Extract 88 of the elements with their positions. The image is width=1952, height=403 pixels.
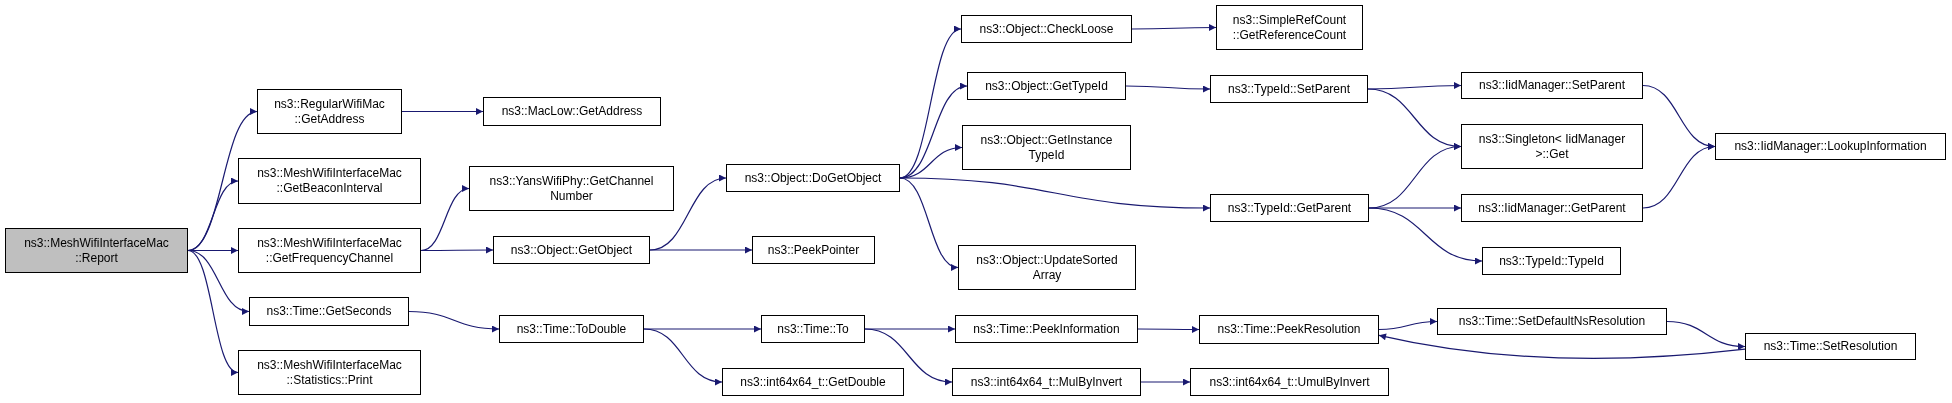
function-box bbox=[238, 158, 421, 204]
function-box bbox=[1190, 368, 1389, 396]
function-name: ns3::YansWifiPhy::GetChannel Number bbox=[488, 173, 655, 204]
function-name: ns3::TypeId::GetParent bbox=[1227, 200, 1352, 216]
function-box bbox=[238, 228, 421, 273]
function-box bbox=[1461, 194, 1643, 222]
call-arrow bbox=[899, 177, 1211, 212]
function-box bbox=[967, 72, 1126, 100]
call-arrow bbox=[1140, 378, 1191, 386]
function-name: ns3::Object::DoGetObject bbox=[744, 170, 882, 186]
function-name: ns3::int64x64_t::GetDouble bbox=[740, 374, 886, 390]
call-arrow bbox=[420, 186, 470, 252]
function-box bbox=[483, 97, 661, 126]
function-name: ns3::MeshWifiInterfaceMac ::Statistics::Print bbox=[256, 357, 403, 388]
function-name: ns3::MeshWifiInterfaceMac ::Report bbox=[23, 235, 170, 266]
call-arrow bbox=[864, 328, 953, 385]
function-name: ns3::IidManager::LookupInformation bbox=[1734, 139, 1927, 154]
call-arrow bbox=[1378, 333, 1746, 359]
function-box bbox=[5, 228, 188, 273]
function-box bbox=[1437, 308, 1667, 335]
function-box bbox=[1745, 333, 1916, 360]
function-box bbox=[238, 350, 421, 395]
call-arrow bbox=[187, 249, 239, 374]
function-name: ns3::Time::SetDefaultNsResolution bbox=[1458, 314, 1646, 329]
function-box bbox=[1461, 72, 1643, 99]
function-name: ns3::Time::To bbox=[777, 321, 849, 337]
function-name: ns3::Time::ToDouble bbox=[516, 321, 627, 337]
function-box bbox=[1210, 75, 1368, 103]
function-box bbox=[469, 166, 674, 211]
call-arrow bbox=[1137, 326, 1200, 333]
function-name: ns3::RegularWifiMac ::GetAddress bbox=[273, 96, 386, 127]
function-name: ns3::MeshWifiInterfaceMac ::GetFrequencyChannel bbox=[256, 235, 403, 266]
function-box bbox=[962, 125, 1131, 170]
function-name: ns3::int64x64_t::MulByInvert bbox=[970, 374, 1123, 390]
call-arrow bbox=[1368, 207, 1483, 264]
function-name: ns3::int64x64_t::UmulByInvert bbox=[1209, 374, 1370, 390]
call-arrow bbox=[643, 325, 762, 333]
function-name: ns3::Time::PeekResolution bbox=[1217, 322, 1361, 337]
function-name: ns3::TypeId::TypeId bbox=[1499, 253, 1604, 269]
function-box bbox=[761, 315, 865, 343]
function-name: ns3::Object::GetInstance TypeId bbox=[979, 132, 1114, 163]
call-arrow bbox=[899, 177, 959, 270]
call-arrow bbox=[649, 246, 753, 254]
call-arrow bbox=[1666, 320, 1746, 350]
function-name: ns3::Time::GetSeconds bbox=[266, 304, 392, 319]
call-arrow bbox=[643, 328, 723, 385]
call-arrow bbox=[1125, 85, 1211, 93]
function-name: ns3::Time::SetResolution bbox=[1763, 339, 1898, 354]
call-arrow bbox=[864, 325, 956, 333]
function-name: ns3::TypeId::SetParent bbox=[1227, 81, 1351, 97]
function-box bbox=[722, 368, 904, 396]
function-box bbox=[752, 236, 875, 264]
function-name: ns3::Object::GetObject bbox=[510, 242, 633, 258]
function-name: ns3::IidManager::GetParent bbox=[1478, 200, 1626, 216]
call-arrow bbox=[401, 108, 484, 115]
call-arrow bbox=[1131, 24, 1217, 31]
function-box bbox=[493, 236, 650, 264]
function-box bbox=[1199, 315, 1379, 344]
call-arrow bbox=[1368, 204, 1462, 212]
function-name: ns3::MeshWifiInterfaceMac ::GetBeaconInterval bbox=[256, 166, 403, 196]
function-name: ns3::Time::PeekInformation bbox=[973, 321, 1120, 337]
function-name: ns3::SimpleRefCount ::GetReferenceCount bbox=[1231, 12, 1348, 43]
function-box bbox=[499, 315, 644, 343]
function-box bbox=[257, 89, 402, 134]
call-arrow bbox=[420, 246, 494, 254]
function-name: ns3::PeekPointer bbox=[767, 242, 860, 258]
function-name: ns3::MacLow::GetAddress bbox=[501, 104, 643, 119]
function-box bbox=[961, 15, 1132, 43]
function-box bbox=[249, 297, 409, 326]
call-arrow bbox=[187, 179, 239, 252]
function-box bbox=[1482, 247, 1621, 275]
function-name: ns3::IidManager::SetParent bbox=[1478, 78, 1626, 93]
function-box bbox=[952, 368, 1141, 396]
call-arrow bbox=[1367, 82, 1462, 90]
call-arrow bbox=[408, 310, 500, 333]
function-box bbox=[726, 164, 900, 192]
function-box bbox=[1216, 5, 1363, 50]
function-box bbox=[955, 315, 1138, 343]
function-name: ns3::Object::GetTypeId bbox=[985, 78, 1108, 94]
function-box bbox=[1210, 194, 1369, 222]
function-name: ns3::Object::UpdateSorted Array bbox=[975, 252, 1119, 283]
call-arrow bbox=[1378, 318, 1438, 331]
call-arrow bbox=[1642, 144, 1716, 209]
function-box bbox=[958, 245, 1136, 290]
function-name: ns3::Singleton< IidManager >::Get bbox=[1477, 131, 1627, 162]
function-box bbox=[1715, 133, 1946, 160]
function-name: ns3::Object::CheckLoose bbox=[979, 21, 1114, 37]
function-box bbox=[1461, 124, 1643, 169]
